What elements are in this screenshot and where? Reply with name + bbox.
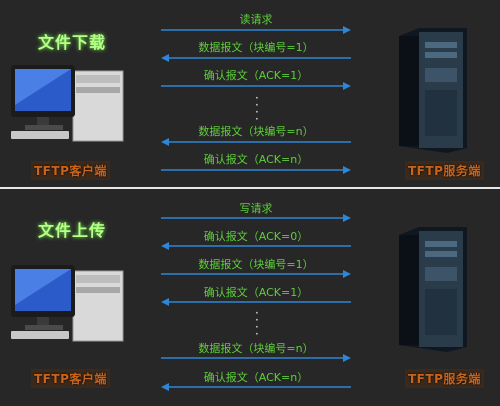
upload-arrow-4: [161, 297, 351, 307]
server-icon: [399, 227, 467, 352]
upload-title: 文件上传: [38, 221, 107, 240]
upload-arrow-3: [161, 269, 351, 279]
upload-arrow-1: [161, 213, 351, 223]
download-title: 文件下载: [38, 33, 107, 52]
client-label: TFTP客户端: [31, 369, 110, 388]
download-msg-3: 确认报文（ACK=1）: [203, 69, 309, 82]
upload-msg-2: 确认报文（ACK=0）: [203, 230, 309, 243]
upload-msg-6: 确认报文（ACK=n）: [203, 371, 309, 384]
download-msg-4: 数据报文（块编号=n）: [198, 125, 314, 138]
upload-msg-5: 数据报文（块编号=n）: [198, 342, 314, 355]
download-arrow-3: [161, 81, 351, 91]
server-label: TFTP服务端: [405, 369, 484, 388]
server-label: TFTP服务端: [405, 161, 484, 180]
download-arrow-1: [161, 25, 351, 35]
download-msg-1: 读请求: [239, 13, 273, 26]
download-arrow-5: [161, 165, 351, 175]
client-label: TFTP客户端: [31, 161, 110, 180]
download-ellipsis: ····: [255, 91, 259, 126]
upload-panel: 文件上传 TFTP客户端 TFTP服务端 写请求 确认报文（ACK: [1, 189, 499, 405]
server-icon: [399, 28, 467, 153]
download-msg-5: 确认报文（ACK=n）: [203, 153, 309, 166]
upload-arrow-5: [161, 353, 351, 363]
panel-divider: [0, 187, 500, 189]
upload-arrow-6: [161, 382, 351, 392]
download-arrow-4: [161, 137, 351, 147]
upload-arrow-2: [161, 241, 351, 251]
upload-msg-4: 确认报文（ACK=1）: [203, 286, 309, 299]
download-arrow-2: [161, 53, 351, 63]
download-panel: 文件下载 TFTP客户端 TFTP服务端 读请求: [1, 1, 499, 187]
upload-msg-3: 数据报文（块编号=1）: [198, 258, 314, 271]
client-computer-icon: [11, 265, 126, 345]
upload-msg-1: 写请求: [239, 202, 273, 215]
client-computer-icon: [11, 65, 126, 145]
upload-ellipsis: ····: [255, 306, 259, 341]
download-msg-2: 数据报文（块编号=1）: [198, 41, 314, 54]
